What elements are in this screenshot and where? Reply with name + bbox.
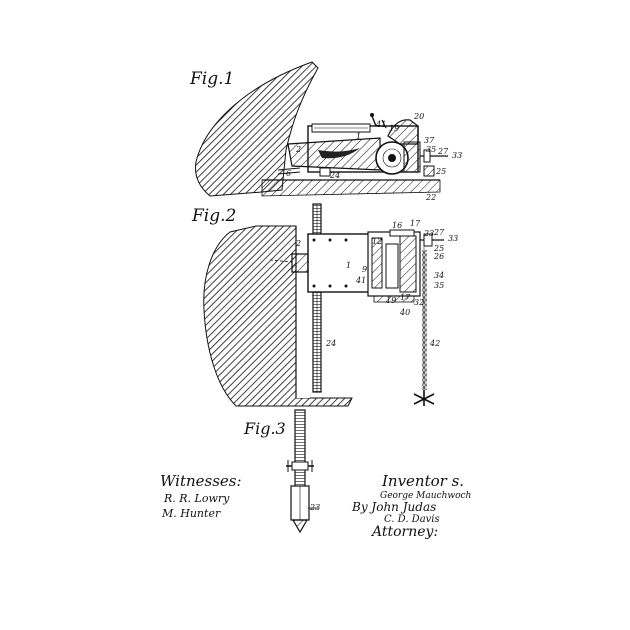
fig2-wall-mass <box>203 225 353 407</box>
fig2-ref: 24 <box>325 339 336 348</box>
fig2-reference-numbers: 16 17 23 27 33 12 26 2 1 25 9 41 34 35 1… <box>295 219 458 348</box>
fig2-ref: 32 <box>414 298 424 307</box>
fig1-ref: 24 <box>329 171 340 180</box>
attorney-name: C. D. Davis <box>384 514 440 525</box>
fig2-ref: 1 <box>346 261 351 270</box>
witness-signature-1: R. R. Lowry <box>163 492 230 505</box>
fig2-chain-weight <box>413 390 435 406</box>
fig1-wall-mass <box>195 61 319 197</box>
fig2-ref: 17 <box>400 293 411 302</box>
fig2-ref: 33 <box>448 234 458 243</box>
fig2-ref: 40 <box>399 308 410 317</box>
fig1-ref: 35 <box>426 145 436 154</box>
fig2-ref: 17 <box>410 219 421 228</box>
fig2-ref: 26 <box>433 252 444 261</box>
fig2-ref: 42 <box>429 339 440 348</box>
fig2-ref: 34 <box>434 271 444 280</box>
witnesses-heading: Witnesses: <box>160 472 242 490</box>
fig1-ref: 19 <box>389 124 399 133</box>
figure-2-label: Fig.2 <box>191 206 236 226</box>
fig2-ref: 35 <box>434 281 444 290</box>
fig1-ref: 6 <box>286 169 291 178</box>
fig2-ref: 23 <box>423 229 434 238</box>
figure-1: Fig.1 41 19 20 <box>189 61 462 202</box>
fig1-gear-box <box>387 119 419 145</box>
inventor-heading: Inventor s. <box>381 472 464 490</box>
fig2-ref: 12 <box>372 237 382 246</box>
fig2-chain <box>422 250 427 390</box>
fig1-ref: 37 <box>424 136 435 145</box>
fig1-ref: 1 <box>356 132 361 141</box>
fig1-ref: 20 <box>413 112 424 121</box>
fig3-point <box>291 519 309 534</box>
fig2-ref: 2 <box>295 239 301 248</box>
fig3-ref: 23 <box>309 503 320 512</box>
witnesses-block: Witnesses: R. R. Lowry M. Hunter <box>160 472 242 520</box>
figure-2: Fig.2 16 17 23 <box>191 203 458 407</box>
fig1-ref: 22 <box>425 193 436 202</box>
inventor-block: Inventor s. George Mauchwoch By John Jud… <box>351 472 471 540</box>
fig1-ground <box>261 179 441 197</box>
fig2-ref: 25 <box>433 244 444 253</box>
fig1-ref: 2 <box>295 145 301 154</box>
fig2-ref: 41 <box>355 276 366 285</box>
inventor-name: George Mauchwoch <box>380 491 471 501</box>
figure-3-label: Fig.3 <box>243 419 286 438</box>
figure-1-label: Fig.1 <box>189 69 234 89</box>
fig1-ref: 25 <box>435 167 446 176</box>
fig1-ref: 27 <box>437 147 449 156</box>
fig1-ref: 41 <box>375 120 386 129</box>
fig2-ref: 16 <box>392 221 402 230</box>
fig1-ref: 33 <box>452 151 462 160</box>
fig2-ref: 9 <box>362 265 367 274</box>
figure-3: Fig.3 23 <box>243 409 320 534</box>
inventor-by-line: By John Judas <box>351 500 436 514</box>
fig2-ref: 27 <box>433 228 445 237</box>
attorney-label: Attorney: <box>370 524 438 540</box>
fig1-reference-numbers: 41 19 20 1 37 35 27 33 2 6 24 25 22 <box>286 112 462 202</box>
witness-signature-2: M. Hunter <box>161 507 221 520</box>
fig2-ref: 19 <box>386 296 396 305</box>
